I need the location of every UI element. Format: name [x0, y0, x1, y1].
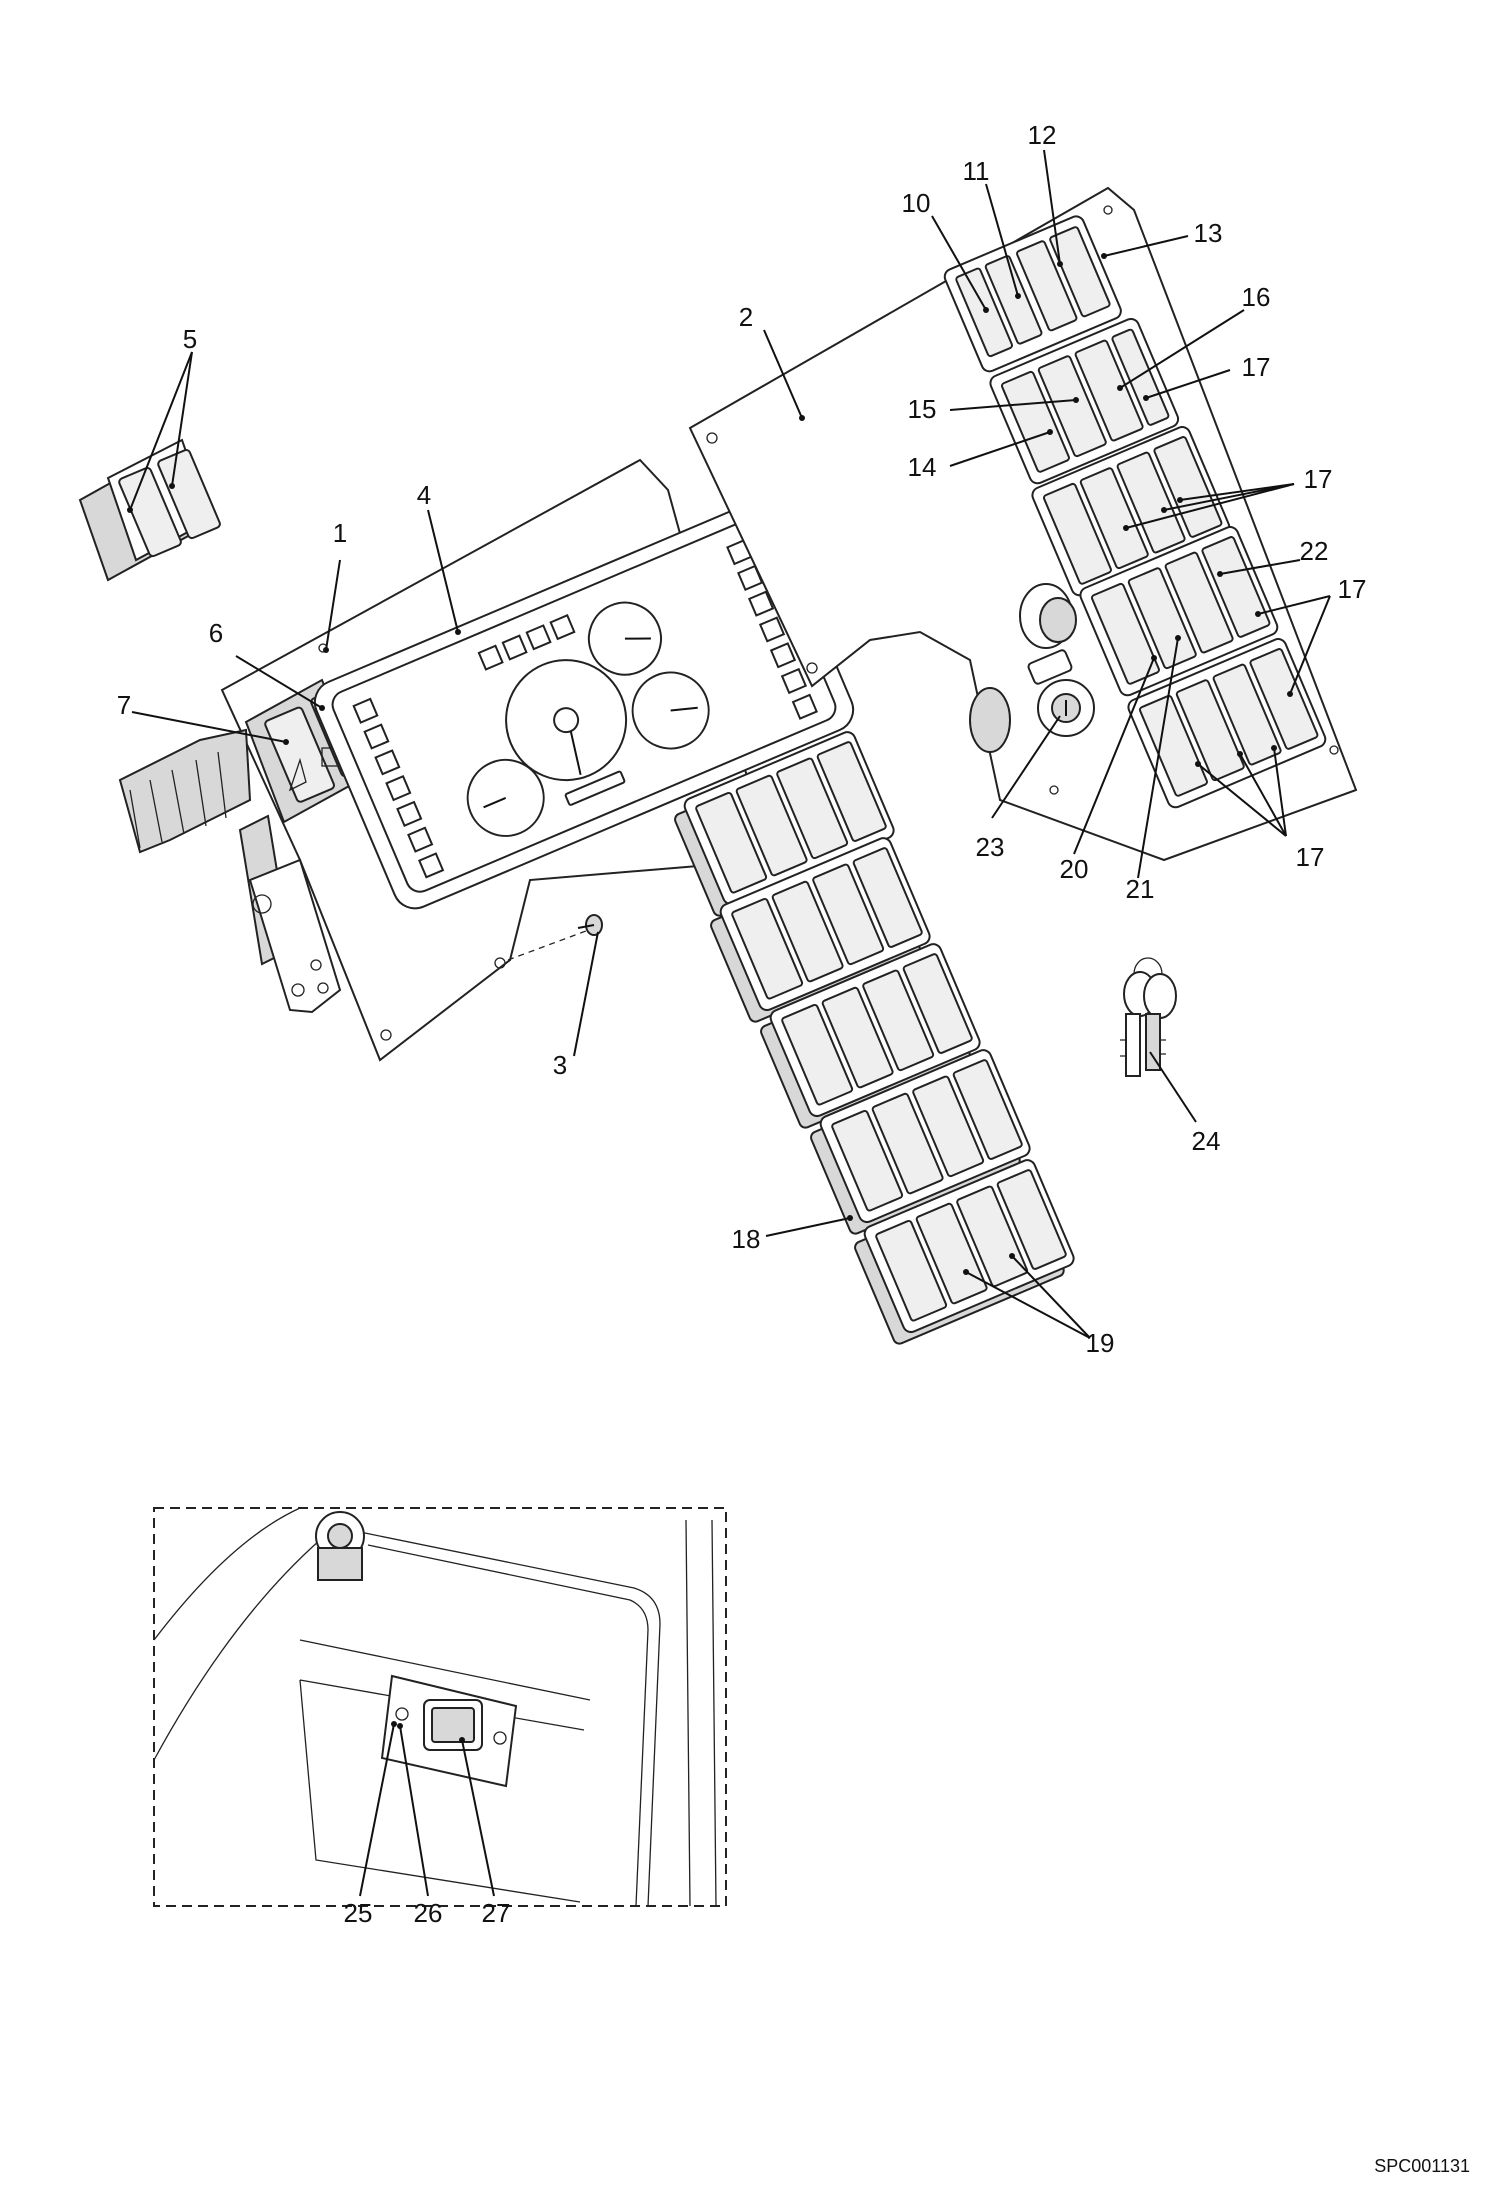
- callout-label: 17: [1304, 464, 1333, 494]
- right-switch-groups: [943, 215, 1327, 809]
- screw-3: [507, 914, 603, 961]
- leader-dots: [127, 253, 1293, 1743]
- callout-label: 12: [1028, 120, 1057, 150]
- callout-label: 25: [344, 1898, 373, 1928]
- instrument-cluster: [313, 502, 855, 910]
- callout-label: 3: [553, 1050, 567, 1080]
- callout-label: 17: [1296, 842, 1325, 872]
- switch-module-stack: [674, 731, 1075, 1345]
- callout-label: 4: [417, 480, 431, 510]
- leader-lines: [129, 149, 1331, 1897]
- callout-label: 11: [963, 156, 990, 186]
- callout-label: 13: [1194, 218, 1223, 248]
- callout-label: 23: [976, 832, 1005, 862]
- callout-label: 26: [414, 1898, 443, 1928]
- callout-label: 20: [1060, 854, 1089, 884]
- switch-module-5: [78, 438, 221, 582]
- wiring-harness: [118, 728, 342, 1014]
- callout-label: 7: [117, 690, 131, 720]
- ignition-switch: [969, 583, 1095, 753]
- callout-label: 16: [1242, 282, 1271, 312]
- callout-label: 19: [1086, 1328, 1115, 1358]
- callout-label: 18: [732, 1224, 761, 1254]
- callout-label: 17: [1338, 574, 1367, 604]
- callout-label: 1: [333, 518, 347, 548]
- reference-code: SPC001131: [1374, 2156, 1470, 2176]
- callout-labels: 1 2 3 4 5 6 7 10 11 12 13 14 15 16 17 17…: [117, 120, 1367, 1928]
- callout-label: 10: [902, 188, 931, 218]
- callout-label: 17: [1242, 352, 1271, 382]
- callout-label: 2: [739, 302, 753, 332]
- callout-label: 14: [908, 452, 937, 482]
- callout-label: 22: [1300, 536, 1329, 566]
- callout-label: 21: [1126, 874, 1155, 904]
- detail-inset: [153, 1507, 727, 1907]
- callout-label: 6: [209, 618, 223, 648]
- callout-label: 5: [183, 324, 197, 354]
- callout-label: 15: [908, 394, 937, 424]
- callout-label: 24: [1192, 1126, 1221, 1156]
- keys: [1120, 957, 1177, 1077]
- callout-label: 27: [482, 1898, 511, 1928]
